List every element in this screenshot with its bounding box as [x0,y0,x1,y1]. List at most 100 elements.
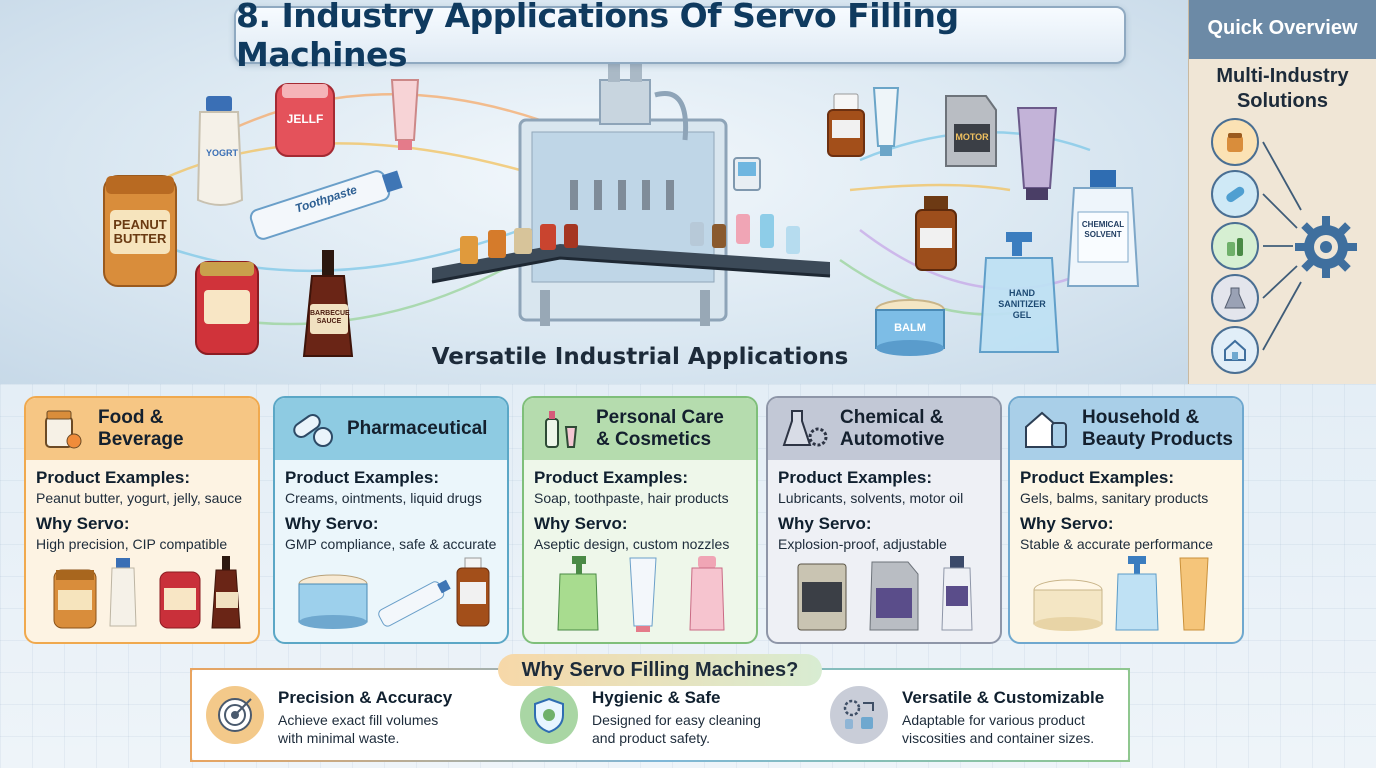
product-images [285,552,497,634]
hero-graphics [103,64,1140,357]
why-item-precision: Precision & Accuracy Achieve exact fill … [206,686,452,747]
why-servo-label: Why Servo: [36,514,130,533]
motor-label: MOTOR [955,132,989,142]
food-icon [1211,118,1259,166]
chemical-icon [1211,274,1259,322]
product-examples-text: Soap, toothpaste, hair products [534,490,729,506]
card-title: Household &Beauty Products [1082,407,1233,451]
product-examples-label: Product Examples: [1020,468,1174,487]
filling-machine [518,64,761,326]
card-body: Product Examples: Lubricants, solvents, m… [768,460,1000,552]
chemical-products [797,556,973,631]
hero-illustration: 8. Industry Applications Of Servo Fillin… [0,0,1188,384]
quick-overview-title: Quick Overview [1207,17,1358,39]
balm-jar [875,299,945,356]
gear-icon [1295,216,1357,278]
peanut-butter-label: PEANUT BUTTER [113,217,167,246]
purple-tube [1016,107,1058,200]
yogurt-label: YOGRT [205,148,238,158]
peanut-butter-jar [103,175,177,287]
yogurt-bottle [196,96,244,206]
toothpaste-tube [249,170,403,240]
card-title-line1: Pharmaceutical [347,418,488,439]
product-examples-label: Product Examples: [36,468,190,487]
why-servo-label: Why Servo: [1020,514,1114,533]
why-servo-label: Why Servo: [778,514,872,533]
card-header: Chemical &Automotive [768,398,1000,460]
product-examples-label: Product Examples: [534,468,688,487]
ointment-tube [872,87,900,156]
product-examples-label: Product Examples: [778,468,932,487]
why-desc-precision-1: Achieve exact fill volumes [278,712,439,728]
why-servo-label: Why Servo: [285,514,379,533]
why-item-versatile: Versatile & Customizable Adaptable for v… [830,686,1104,747]
card-title: Personal Care& Cosmetics [596,407,724,451]
jelly-jar [275,83,335,157]
flask-gear-icon [782,410,828,447]
page-title: 8. Industry Applications Of Servo Fillin… [236,0,959,74]
motor-oil-jug [945,95,997,167]
why-servo-text: Explosion-proof, adjustable [778,536,947,552]
category-icon [1022,405,1074,453]
category-icon [287,405,339,453]
category-icon [38,405,90,453]
category-icon [536,405,588,453]
product-examples-text: Creams, ointments, liquid drugs [285,490,482,506]
category-icon [780,405,832,453]
product-images [534,552,746,634]
why-head-precision: Precision & Accuracy [278,688,453,707]
product-images [36,552,248,634]
sanitizer-label: HAND SANITIZER GEL [998,288,1046,320]
quick-overview-panel: Quick Overview Multi-Industry Solutions [1188,0,1376,384]
amber-medicine-bottle [827,93,865,157]
pill-icon [1211,170,1259,218]
product-examples-text: Gels, balms, sanitary products [1020,490,1209,506]
overview-subtitle-line1: Multi-Industry [1216,65,1349,87]
why-servo-title: Why Servo Filling Machines? [498,654,822,686]
balm-label: BALM [894,322,926,334]
conveyor [431,244,831,284]
quick-overview-header: Quick Overview [1189,0,1376,62]
card-title: Food &Beverage [98,407,184,451]
card-title-line2: & Cosmetics [596,429,712,450]
chemical-label: CHEMICAL SOLVENT [1081,220,1125,239]
pills-icon [293,413,333,447]
hand-sanitizer-pump [978,232,1060,353]
why-desc-versatile-2: viscosities and container sizes. [902,730,1095,746]
why-head-versatile: Versatile & Customizable [902,688,1105,707]
card-title-line1: Household & [1082,407,1200,428]
product-examples-text: Lubricants, solvents, motor oil [778,490,964,506]
cosmetics-icon [1211,222,1259,270]
card-body: Product Examples:Peanut butter, yogurt, … [26,460,258,552]
card-title-line2: Beverage [98,429,184,450]
food-products [53,556,241,629]
product-examples-label: Product Examples: [285,468,439,487]
household-icon [1211,326,1259,374]
product-images [778,552,990,634]
card-title-line1: Personal Care [596,407,724,428]
card-header: Food &Beverage [26,398,258,460]
card-title-line2: Automotive [840,429,945,450]
sauce-label: BARBECUE SAUCE [310,310,350,325]
card-title: Pharmaceutical [347,418,487,440]
why-desc-precision-2: with minimal waste. [278,730,400,746]
card-body: Product Examples: Gels, balms, sanitary p… [1010,460,1242,552]
tube-top [390,79,420,150]
target-icon [206,686,264,744]
bbq-sauce-bottle [302,250,354,357]
household-products [1033,556,1209,631]
why-desc-hygienic-1: Designed for easy cleaning [592,712,761,728]
card-header: Personal Care& Cosmetics [524,398,756,460]
cosmetic-products [557,556,725,632]
strawberry-jam-jar [195,261,259,355]
cosmetics-bottle-icon [545,411,578,448]
card-header: Household &Beauty Products [1010,398,1242,460]
pharma-products [298,557,490,629]
why-item-hygienic: Hygienic & Safe Designed for easy cleani… [520,686,761,747]
card-title: Chemical &Automotive [840,407,945,451]
card-title-line2: Beauty Products [1082,429,1233,450]
